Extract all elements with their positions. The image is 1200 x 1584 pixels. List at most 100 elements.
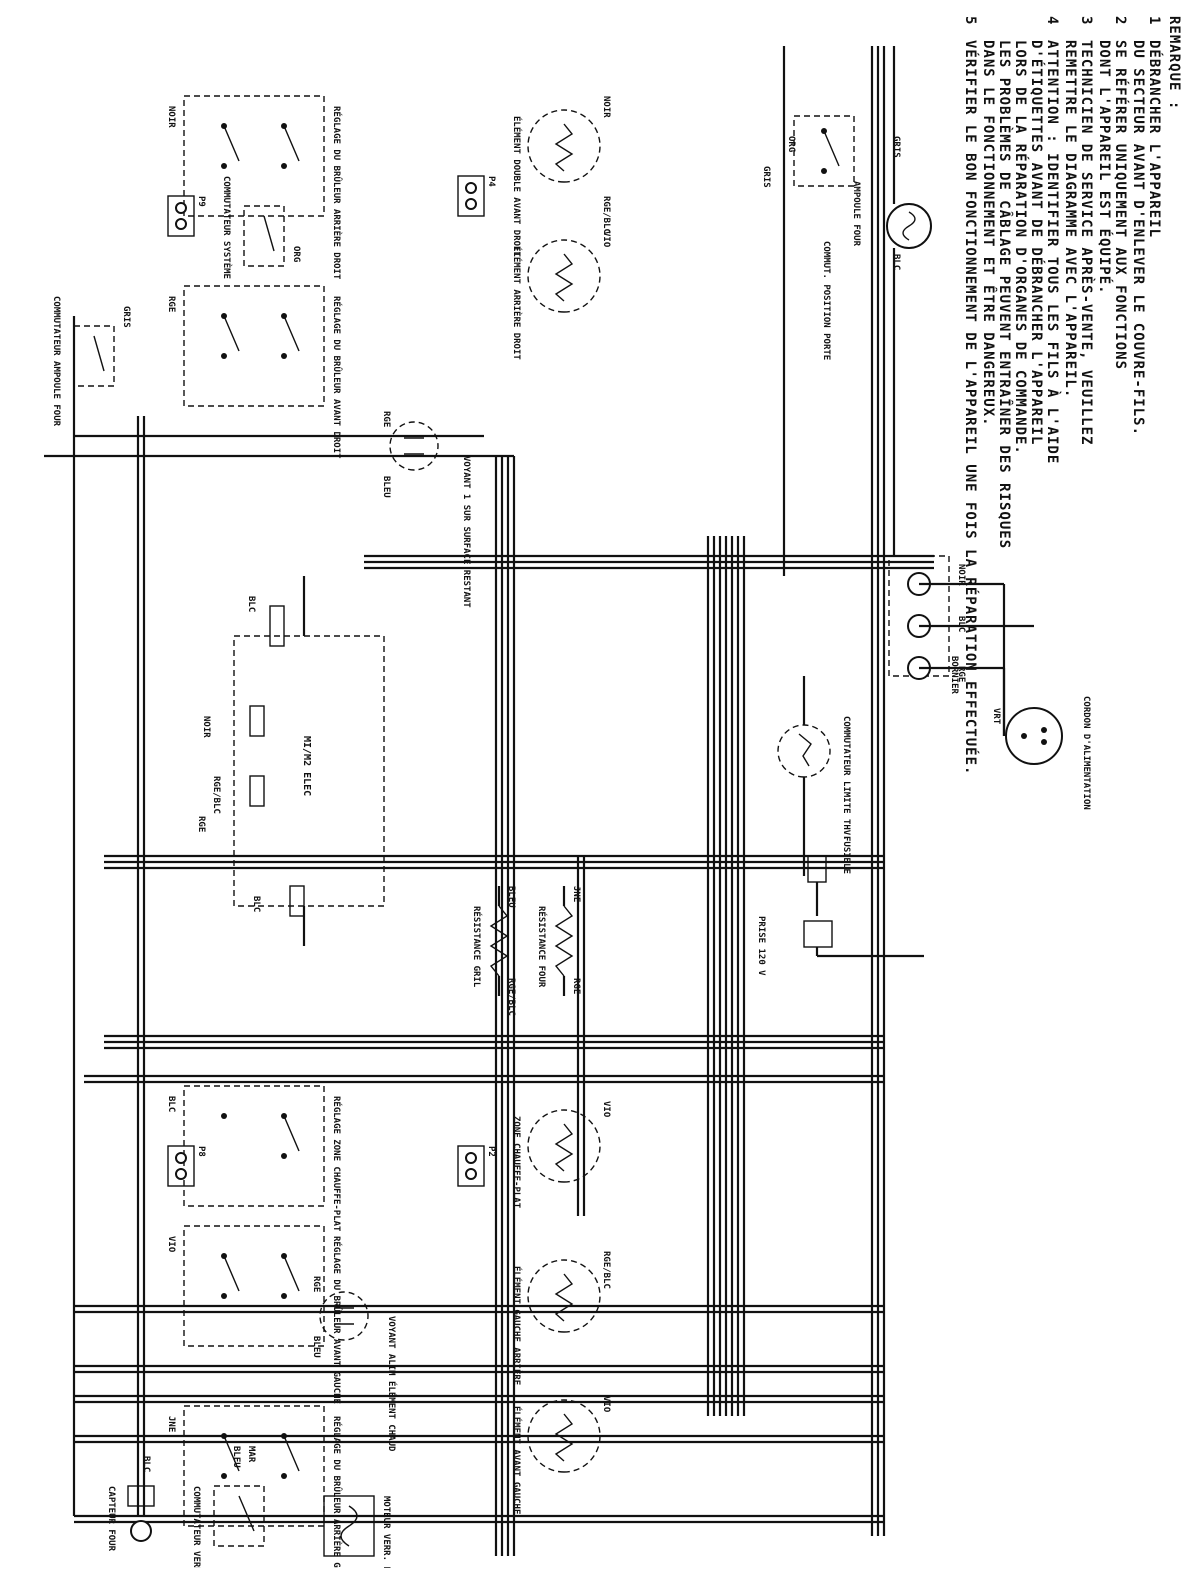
bake-element-label: RÉSISTANCE FOUR [536,906,548,988]
connector-p9: P9 [167,195,206,237]
lamp-switch-wire-gris: GRIS [121,306,131,328]
oven-sensor: CAPTEUR FOUR BLC [106,1456,155,1552]
note-4-num: 4 [1044,16,1060,25]
lamp-wire-gris: GRIS [891,136,901,158]
surface-ind-wire-rge: RGE [381,411,391,427]
board-wire-blc-2: BLC [251,896,261,912]
oven-lamp: AMPOULE FOUR GRIS BLC [851,46,932,556]
tb-wire-rge: RGE [956,666,966,682]
system-switch: COMMUTATEUR SYSTÈME ORG [221,176,301,279]
rr-element: ÉLÉMENT DOUBLE AVANT DROIT NOIR RGE/BLC [511,96,611,257]
hot-ind-wire-bleu: BLEU [311,1336,321,1358]
limit-switch: COMMUTATEUR LIMITE THV. [777,676,851,876]
broil-wire-bleu: BLEU [506,886,516,908]
broil-wire-rge-blc: RGE/BLC [506,978,516,1016]
lock-wire-bleu: BLEU [231,1446,241,1468]
control-board-label: MI/M2 ELEC [301,736,312,796]
surface-ind-wire-bleu: BLEU [381,476,391,498]
bus-wires [44,46,934,1556]
lamp-wire-blc: BLC [891,254,901,270]
note-4-line-2: D'ÉTIQUETTES AVANT DE DÉBRANCHER L'APPAR… [1028,40,1045,445]
rf-element-wire-vio: VIO [601,231,611,248]
lock-switch: COMMUTATEUR VERR. PORTE MAR BLEU [191,1446,265,1584]
lf-control: RÉGLAGE DU BRÛLEUR AVANT GAUCHE VIO [166,1225,343,1404]
lock-motor: MOTEUR VERR. PORTE [323,1495,391,1584]
lf-control-wire-vio: VIO [166,1236,176,1253]
p9-label: P9 [196,196,206,207]
system-switch-wire-org: ORG [291,246,301,262]
surface-indicator-label: VOYANT 1 SUR SURFACE RESTANT [461,456,471,608]
sensor-label: CAPTEUR FOUR [106,1486,116,1552]
note-1-line-2: DU SECTEUR AVANT D'ENLEVER LE COUVRE-FIL… [1130,40,1146,436]
schematic-svg: REMARQUE : 1 DÉBRANCHER L'APPAREIL DU SE… [44,16,1182,1584]
rf-element-label: ÉLÉMENT ARRIÈRE DROIT [511,246,523,360]
rr-element-wire-noir: NOIR [601,96,611,118]
note-2-line-2: DONT L'APPAREIL EST ÉQUIPÉ. [1096,40,1113,295]
c-element-label: ZONE CHAUFFE-PLAT [511,1116,521,1209]
lf-element-wire-rge-blc: RGE/BLC [601,1251,611,1289]
power-cord-label: CORDON D'ALIMENTATION [1081,696,1091,810]
broil-element: RÉSISTANCE GRIL BLEU RGE/BLC [471,886,516,1016]
note-1-num: 1 [1146,16,1162,25]
board-wire-noir: NOIR [201,716,211,738]
board-wire-rge-blc: RGE/BLC [211,776,221,814]
rf-control-wire-rge: RGE [166,296,176,312]
note-4-line-3: LORS DE LA RÉPARATION D'ORGANES DE COMMA… [1012,40,1029,455]
rr-control-label: RÉGLAGE DU BRÛLEUR ARRIÈRE DROIT [331,106,343,280]
lr-control-wire-jne: JNE [166,1416,176,1432]
lr-element-wire-vio: VIO [601,1396,611,1413]
lock-wire-mar: MAR [246,1446,256,1463]
connector-p2: P2 [457,1145,496,1187]
lf-control-label: RÉGLAGE DU BRÛLEUR AVANT GAUCHE [331,1236,343,1404]
lock-switch-label: COMMUTATEUR VERR. PORTE [191,1486,201,1568]
notes-block: REMARQUE : 1 DÉBRANCHER L'APPAREIL DU SE… [962,16,1182,775]
terminal-block-label: BORNIER [949,656,959,695]
lf-element-label: ÉLÉMENT GAUCHE ARRIÈRE [511,1266,523,1385]
note-4-line-5: DANS LE FONCTIONNEMENT ET ÊTRE DANGEREUX… [980,40,997,427]
p4-label: P4 [486,176,496,187]
door-wire-org: ORG [786,136,796,152]
lock-motor-label: MOTEUR VERR. PORTE [381,1496,391,1568]
lr-element: ÉLÉMENT AVANT GAUCHE VIO [511,1396,611,1514]
note-5-line-1: VÉRIFIER LE BON FONCTIONNEMENT DE L'APPA… [962,40,979,775]
rotated-sheet: REMARQUE : 1 DÉBRANCHER L'APPAREIL DU SE… [16,16,1184,1584]
bake-wire-rge: RGE [571,978,581,994]
board-wire-rge: RGE [196,816,206,832]
note-3-num: 3 [1078,16,1094,25]
system-switch-label: COMMUTATEUR SYSTÈME [221,176,233,279]
c-element-wire-vio: VIO [601,1101,611,1118]
rr-control: RÉGLAGE DU BRÛLEUR ARRIÈRE DROIT NOIR [166,95,343,280]
lamp-switch-label: COMMUTATEUR AMPOULE FOUR [51,296,61,427]
rr-control-wire-noir: NOIR [166,106,176,128]
board-wire-blc: BLC [246,596,256,612]
hot-ind-wire-rge: RGE [311,1276,321,1292]
control-board: MI/M2 ELEC BLC NOIR RGE/BLC RGE BLC [196,576,385,946]
power-cord: CORDON D'ALIMENTATION VRT [919,582,1091,810]
note-4-line-4: LES PROBLÈMES DE CÂBLAGE PEUVENT ENTRAÎN… [996,40,1013,549]
ground-wire-vrt: VRT [991,708,1001,725]
door-switch-label: COMMUT. POSITION PORTE [821,241,831,360]
lr-control: RÉGLAGE DU BRÛLEUR ARRIÈRE GAUCHE JNE [166,1405,343,1584]
lamp-switch: COMMUTATEUR AMPOULE FOUR GRIS [51,296,131,427]
outlet-label: PRISE 120 V [756,916,766,976]
rr-element-label: ÉLÉMENT DOUBLE AVANT DROIT [511,116,523,257]
note-1-line-1: DÉBRANCHER L'APPAREIL [1146,40,1163,238]
hot-indicator: VOYANT ALIM ÉLÉMENT CHAUD RGE BLEU [311,1276,398,1452]
tb-wire-noir: NOIR [956,564,966,586]
note-3-line-2: REMETTRE LE DIAGRAMME AVEC L'APPAREIL. [1062,40,1078,398]
c-control: RÉGLAGE ZONE CHAUFFE-PLAT BLC [166,1085,343,1232]
door-wire-gris: GRIS [761,166,771,188]
limit-switch-label: COMMUTATEUR LIMITE THV. [841,716,851,841]
bake-wire-jne: JNE [571,886,581,902]
p2-label: P2 [486,1146,496,1157]
tb-wire-blc: BLC [956,616,966,632]
broil-element-label: RÉSISTANCE GRIL [471,906,483,988]
connector-p8: P8 [167,1145,206,1187]
note-2-line-1: SE RÉFÉRER UNIQUEMENT AUX FONCTIONS [1112,40,1129,370]
sensor-wire-blc: BLC [141,1456,151,1472]
note-4-line-1: ATTENTION : IDENTIFIER TOUS LES FILS À L… [1044,40,1061,464]
rf-control: RÉGLAGE DU BRÛLEUR AVANT DROIT RGE [166,285,343,459]
hot-indicator-label: VOYANT ALIM ÉLÉMENT CHAUD [386,1316,398,1452]
surface-indicator: VOYANT 1 SUR SURFACE RESTANT RGE BLEU [381,411,471,608]
